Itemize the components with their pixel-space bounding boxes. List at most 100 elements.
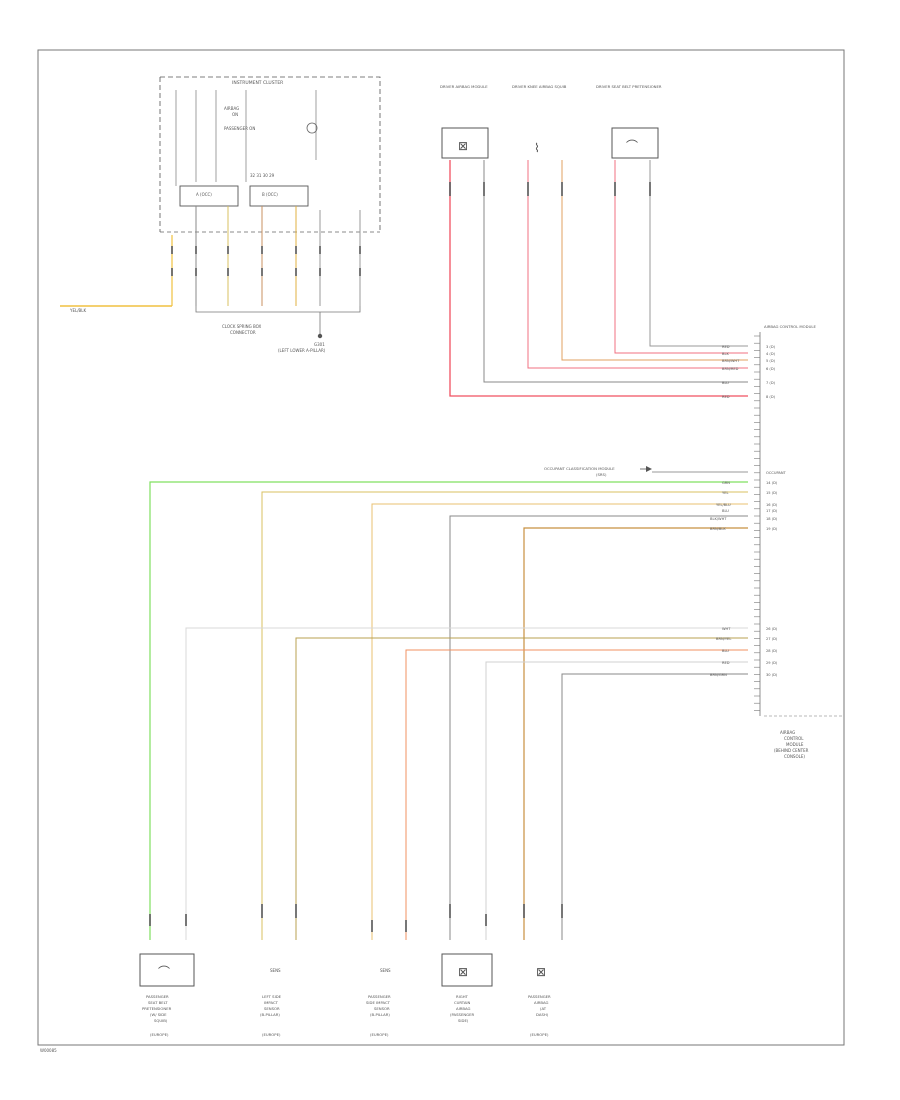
arrow-icon (646, 466, 652, 472)
cluster-title: INSTRUMENT CLUSTER (232, 80, 283, 86)
component-label-line: SIDE) (458, 1018, 469, 1023)
wire-color: RED (722, 395, 730, 399)
module-label-line: AIRBAG (780, 730, 795, 735)
wire-pin: 29 (D) (766, 661, 778, 665)
cluster-airbag-label: AIRBAG (224, 106, 239, 111)
connector-a-box (179, 185, 239, 207)
wire-pin: 4 (D) (766, 352, 776, 356)
component-label-line: CURTAIN (454, 1000, 471, 1005)
component-label-line: (B-PILLAR) (260, 1012, 280, 1017)
wire-color: BLK (722, 352, 729, 356)
wire-color: GRN (722, 481, 730, 485)
group2-header-pin: OCCUPANT (766, 471, 787, 475)
wire-pin: 26 (D) (766, 627, 778, 631)
bottom-component-left-side-sensor: SENS LEFT SIDE IMPACT SENSOR (B-PILLAR) … (260, 968, 282, 1037)
footer-id: W00085 (40, 1048, 57, 1053)
cluster-indicator-label: PASSENGER ON (224, 126, 255, 131)
airbag-control-module: AIRBAG CONTROL MODULE AIRBAG CONTROL MOD… (754, 324, 842, 759)
wire-color: BLU (722, 509, 729, 513)
ground-label: G301 (314, 342, 325, 347)
component-label-line: AIRBAG (534, 1000, 548, 1005)
module-label: AIRBAG CONTROL MODULE (BEHIND CENTER CON… (774, 730, 809, 759)
airbag-squib-icon: ⊠ (458, 139, 468, 153)
instrument-cluster: INSTRUMENT CLUSTER AIRBAG ON PASSENGER O… (159, 76, 381, 353)
group2-wires (149, 481, 748, 940)
top-component-label: DRIVER KNEE AIRBAG SQUIB (512, 84, 567, 89)
cluster-airbag-sub: ON (232, 112, 238, 117)
wire-pin: 6 (D) (766, 367, 776, 371)
component-label-line: PASSENGER (146, 994, 169, 999)
top-component-label: DRIVER AIRBAG MODULE (440, 84, 488, 89)
wire-pin: 7 (D) (766, 381, 776, 385)
mid-note-sub: (SRS) (596, 472, 607, 477)
sensor-icon: SENS (270, 968, 281, 973)
wire-color: BRN/GRN (710, 673, 727, 677)
connector-b-box (249, 185, 309, 207)
component-label-line: (W/ SIDE (150, 1012, 167, 1017)
wire-color: RED (722, 661, 730, 665)
pretensioner-icon: ⌒ (158, 965, 170, 979)
group2-labels: GRN 14 (D) YEL 15 (D) YEL/BLU 16 (D) BLU… (710, 481, 778, 531)
wire-pin: 8 (D) (766, 395, 776, 399)
wire-pin: 28 (D) (766, 649, 778, 653)
component-label-line: SQUIB) (154, 1018, 168, 1023)
top-component-driver-airbag: DRIVER AIRBAG MODULE ⊠ (440, 84, 489, 159)
left-wire-label: YEL/BLK (69, 308, 87, 313)
bottom-component-passenger-pretensioner: ⌒ PASSENGER SEAT BELT PRETENSIONER (W/ S… (139, 953, 195, 1037)
harness-sub: CONNECTOR (230, 330, 256, 335)
bottom-component-passenger-airbag: ⊠ PASSENGER AIRBAG (AT DASH) (EUROPE) (528, 965, 551, 1037)
wire-pin: 16 (D) (766, 503, 778, 507)
component-label-line: LEFT SIDE (262, 994, 282, 999)
mid-note: OCCUPANT CLASSIFICATION MODULE (544, 466, 615, 471)
wire-color: BLU (722, 381, 729, 385)
component-label-line: (EUROPE) (530, 1032, 549, 1037)
sensor-icon: SENS (380, 968, 391, 973)
component-label-line: SENSOR (264, 1006, 280, 1011)
ground-point-icon (317, 333, 323, 339)
component-label-line: PRETENSIONER (142, 1006, 172, 1011)
airbag-squib-icon: ⊠ (458, 965, 468, 979)
wire-color: YEL (722, 491, 728, 495)
wire-color: BRN/BLK (710, 527, 726, 531)
wire-color: BLU (722, 649, 729, 653)
top-component-label: DRIVER SEAT BELT PRETENSIONER (596, 84, 662, 89)
indicator-lamp-icon (306, 122, 318, 134)
module-header: AIRBAG CONTROL MODULE (764, 324, 816, 329)
wire-color: RED (722, 345, 730, 349)
component-label-line: (EUROPE) (370, 1032, 389, 1037)
ground-sub: (LEFT LOWER A-PILLAR) (278, 348, 326, 353)
module-pin-ticks (754, 335, 760, 711)
component-label-line: (EUROPE) (262, 1032, 281, 1037)
diagram-frame (37, 49, 845, 1046)
wire-color: BRN/YEL (716, 637, 731, 641)
bottom-component-passenger-side-sensor: SENS PASSENGER SIDE IMPACT SENSOR (B-PIL… (366, 968, 391, 1037)
pretensioner-icon: ⌒ (626, 139, 638, 153)
group3-wires (185, 627, 748, 940)
knee-squib-icon: ⌇ (534, 141, 540, 155)
component-label-line: SIDE IMPACT (366, 1000, 391, 1005)
component-label-line: (PASSENGER (450, 1012, 475, 1017)
wire-color: BRN/RED (722, 367, 739, 371)
wire-color: BRN/WHT (722, 359, 740, 363)
component-label-line: IMPACT (264, 1000, 279, 1005)
component-label-line: AIRBAG (456, 1006, 470, 1011)
wire-color: YEL/BLU (716, 503, 731, 507)
wire-pin: 15 (D) (766, 491, 778, 495)
wire-color: BLK/WHT (710, 517, 727, 521)
cluster-connector-b: B (OCC) (262, 192, 278, 197)
component-label-line: PASSENGER (528, 994, 551, 999)
wire-color: WHT (722, 627, 731, 631)
module-label-line: (BEHIND CENTER (774, 748, 809, 753)
wire-pin: 3 (D) (766, 345, 776, 349)
component-label-line: PASSENGER (368, 994, 391, 999)
top-component-driver-knee: DRIVER KNEE AIRBAG SQUIB ⌇ (512, 84, 567, 155)
wire-pin: 27 (D) (766, 637, 778, 641)
airbag-squib-icon: ⊠ (536, 965, 546, 979)
component-label-line: SENSOR (374, 1006, 390, 1011)
wire-pin: 19 (D) (766, 527, 778, 531)
cluster-connector-a: A (OCC) (196, 192, 212, 197)
module-label-line: CONTROL (784, 736, 804, 741)
component-label-line: (AT (540, 1006, 547, 1011)
group3-labels: WHT 26 (D) BRN/YEL 27 (D) BLU 28 (D) RED… (710, 627, 778, 677)
